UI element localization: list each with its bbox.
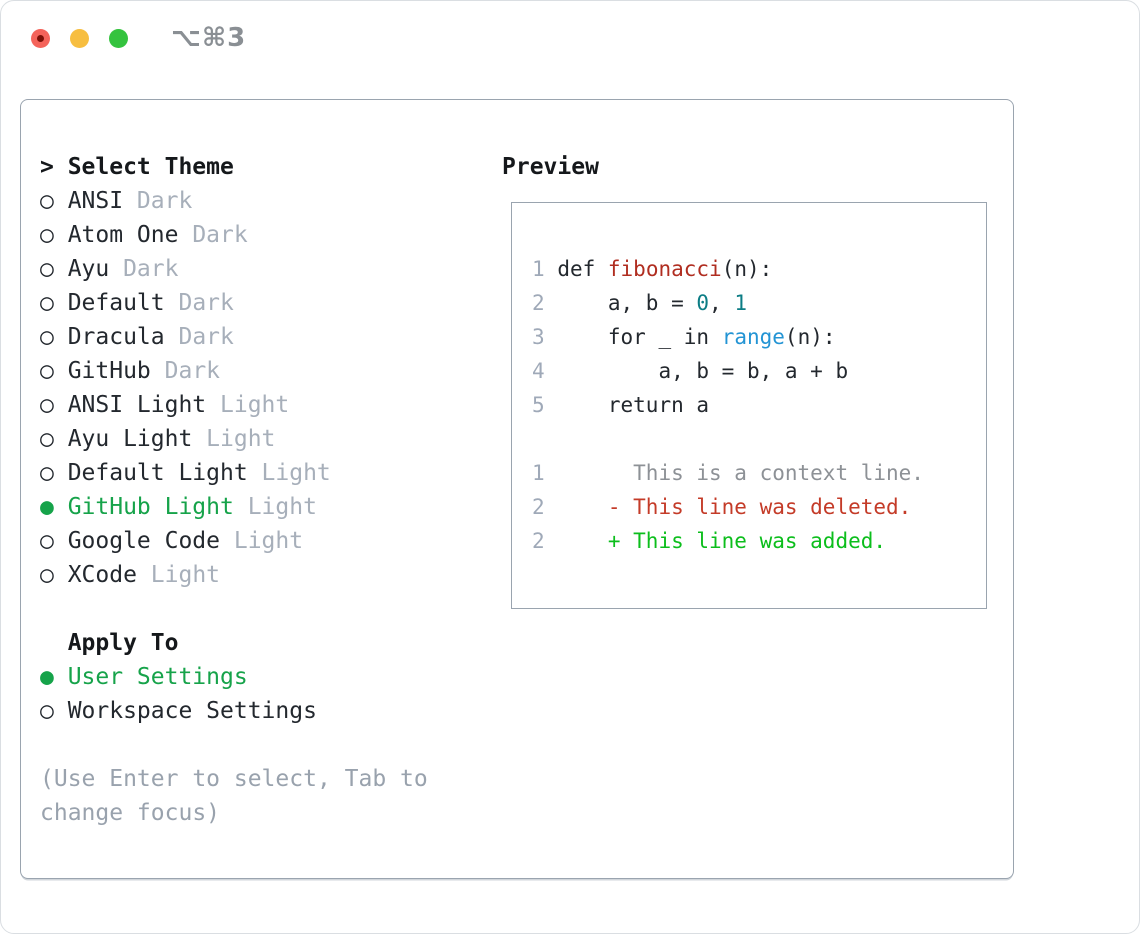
- theme-name: Google Code: [67, 528, 221, 554]
- theme-name: GitHub Light: [67, 494, 234, 520]
- radio-icon: ○: [40, 188, 54, 214]
- theme-option[interactable]: ○ GitHub Dark: [40, 354, 485, 388]
- theme-option[interactable]: ○ XCode Light: [40, 558, 485, 592]
- code-line: 2 - This line was deleted.: [532, 495, 912, 519]
- code-line: [532, 422, 986, 456]
- theme-variant: Light: [261, 460, 331, 486]
- theme-variant: Light: [206, 426, 276, 452]
- theme-variant: Dark: [178, 324, 234, 350]
- spacer: [40, 592, 485, 626]
- radio-icon: ○: [40, 358, 54, 384]
- radio-icon: ○: [40, 698, 54, 724]
- theme-name: GitHub: [67, 358, 151, 384]
- close-dot-icon: [37, 35, 44, 42]
- theme-name: Default Light: [67, 460, 248, 486]
- apply-to-label: User Settings: [67, 664, 248, 690]
- theme-variant: Dark: [136, 188, 193, 214]
- spacer: [40, 728, 485, 762]
- apply-to-label: Workspace Settings: [67, 698, 317, 724]
- minimize-icon[interactable]: [70, 29, 89, 48]
- window-title: ⌥⌘3: [171, 23, 247, 53]
- theme-name: Dracula: [67, 324, 165, 350]
- apply-to-list: ● User Settings ○ Workspace Settings: [40, 660, 485, 728]
- theme-option[interactable]: ● GitHub Light Light: [40, 490, 485, 524]
- theme-variant: Dark: [178, 290, 234, 316]
- theme-option[interactable]: ○ Dracula Dark: [40, 320, 485, 354]
- theme-name: Ayu: [67, 256, 110, 282]
- theme-variant: Light: [150, 562, 221, 588]
- theme-option[interactable]: ○ Default Light Light: [40, 456, 485, 490]
- code-line: 1 def fibonacci(n):: [532, 257, 773, 281]
- radio-icon: ○: [40, 426, 54, 452]
- code-line: 2 + This line was added.: [532, 529, 887, 553]
- apply-to-heading: Apply To: [67, 630, 179, 656]
- prompt-caret-icon: >: [40, 154, 54, 180]
- theme-variant: Light: [220, 392, 290, 418]
- window-controls: [31, 29, 128, 48]
- close-icon[interactable]: [31, 29, 50, 48]
- select-theme-title: Select Theme: [67, 154, 234, 180]
- code-line: 2 a, b = 0, 1: [532, 291, 747, 315]
- hint-text: (Use Enter to select, Tab to change focus…: [40, 762, 485, 830]
- radio-icon: ○: [40, 256, 54, 282]
- radio-icon: ○: [40, 290, 54, 316]
- theme-name: XCode: [67, 562, 137, 588]
- code-line: 3 for _ in range(n):: [532, 325, 836, 349]
- radio-icon: ○: [40, 324, 54, 350]
- radio-selected-icon: ●: [40, 494, 54, 520]
- radio-icon: ○: [40, 392, 54, 418]
- zoom-icon[interactable]: [109, 29, 128, 48]
- theme-option[interactable]: ○ Default Dark: [40, 286, 485, 320]
- select-theme-heading: > Select Theme: [40, 150, 485, 184]
- theme-name: Default: [67, 290, 165, 316]
- theme-name: Ayu Light: [67, 426, 193, 452]
- theme-variant: Dark: [123, 256, 179, 282]
- preview-heading: Preview: [502, 154, 599, 180]
- apply-to-option[interactable]: ● User Settings: [40, 660, 485, 694]
- hint-line: change focus): [40, 800, 221, 826]
- apply-to-option[interactable]: ○ Workspace Settings: [40, 694, 485, 728]
- radio-icon: ○: [40, 528, 54, 554]
- theme-option[interactable]: ○ Ayu Dark: [40, 252, 485, 286]
- theme-name: ANSI: [67, 188, 124, 214]
- code-line: 4 a, b = b, a + b: [532, 359, 849, 383]
- radio-icon: ○: [40, 460, 54, 486]
- theme-option[interactable]: ○ Google Code Light: [40, 524, 485, 558]
- theme-option[interactable]: ○ Ayu Light Light: [40, 422, 485, 456]
- hint-line: (Use Enter to select, Tab to: [40, 766, 428, 792]
- preview-pane: 1 def fibonacci(n): 2 a, b = 0, 1 3 for _ …: [511, 202, 987, 609]
- theme-name: ANSI Light: [67, 392, 207, 418]
- radio-selected-icon: ●: [40, 664, 54, 690]
- theme-name: Atom One: [67, 222, 179, 248]
- theme-option[interactable]: ○ Atom One Dark: [40, 218, 485, 252]
- radio-icon: ○: [40, 562, 54, 588]
- titlebar: ⌥⌘3: [1, 1, 1139, 71]
- theme-variant: Dark: [192, 222, 248, 248]
- theme-variant: Dark: [164, 358, 221, 384]
- theme-option[interactable]: ○ ANSI Light Light: [40, 388, 485, 422]
- code-line: 5 return a: [532, 393, 710, 417]
- radio-icon: ○: [40, 222, 54, 248]
- code-preview: 1 def fibonacci(n): 2 a, b = 0, 1 3 for _ …: [512, 203, 986, 558]
- theme-option[interactable]: ○ ANSI Dark: [40, 184, 485, 218]
- code-line: 1 This is a context line.: [532, 461, 924, 485]
- theme-variant: Light: [233, 528, 304, 554]
- theme-variant: Light: [247, 494, 317, 520]
